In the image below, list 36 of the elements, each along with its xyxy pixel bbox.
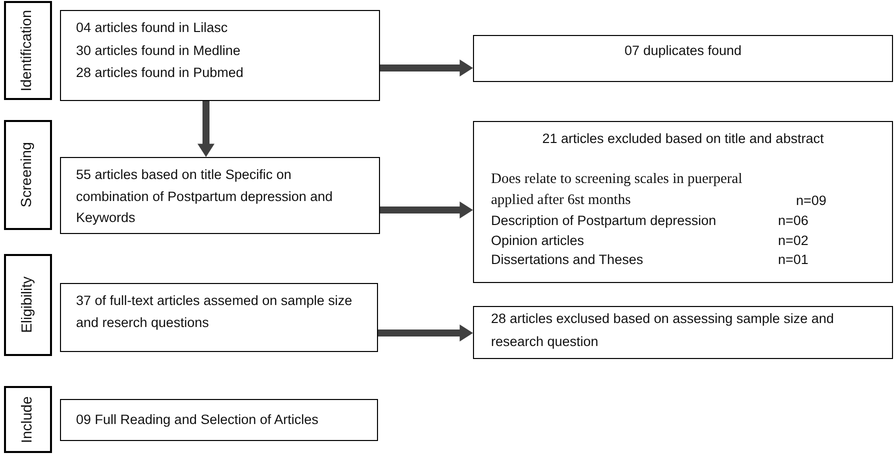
box-text: 09 Full Reading and Selection of Articles: [76, 411, 320, 429]
box-text: 28 articles found in Pubmed: [76, 64, 244, 82]
arrow: [198, 101, 214, 157]
stage-label: Screening: [19, 142, 36, 208]
stage-label: Identification: [19, 10, 36, 92]
process-box: [60, 283, 378, 352]
stage-label-box: [4, 120, 52, 230]
arrow: [380, 60, 473, 76]
count-value: n=02: [778, 232, 808, 250]
process-box: [473, 35, 893, 82]
stage-label: Eligibility: [19, 276, 36, 334]
stage-label-box: [4, 1, 52, 100]
process-box: [473, 306, 893, 359]
count-value: n=06: [778, 212, 808, 230]
count-value: n=01: [778, 251, 808, 269]
box-text: 28 articles exclused based on assessing sample size and research question: [491, 310, 835, 351]
box-text: 30 articles found in Medline: [76, 42, 242, 60]
arrow: [380, 202, 473, 218]
stage-label-box: [4, 386, 52, 453]
stage-label: Include: [19, 396, 36, 443]
count-value: n=09: [796, 192, 826, 210]
box-text: 07 duplicates found: [623, 42, 743, 60]
list-item: Opinion articles: [491, 232, 586, 250]
process-box: [60, 399, 378, 441]
arrow: [378, 324, 473, 342]
stage-label-box: [4, 254, 52, 356]
list-item: Description of Postpartum depression: [491, 212, 718, 230]
box-text: 37 of full-text articles assemed on sample size and reserch questions: [76, 292, 354, 332]
process-box: [60, 157, 380, 234]
process-box: [473, 121, 893, 283]
list-item: Does relate to screening scales in puerperal applied after 6st months: [491, 170, 744, 210]
box-heading: 21 articles excluded based on title and abstract: [541, 130, 825, 148]
box-text: 55 articles based on title Specific on combination of Postpartum depression and Keywords: [76, 166, 334, 227]
box-text: 04 articles found in Lilasc: [76, 19, 229, 37]
list-item: Dissertations and Theses: [491, 251, 644, 269]
process-box: [60, 10, 380, 101]
